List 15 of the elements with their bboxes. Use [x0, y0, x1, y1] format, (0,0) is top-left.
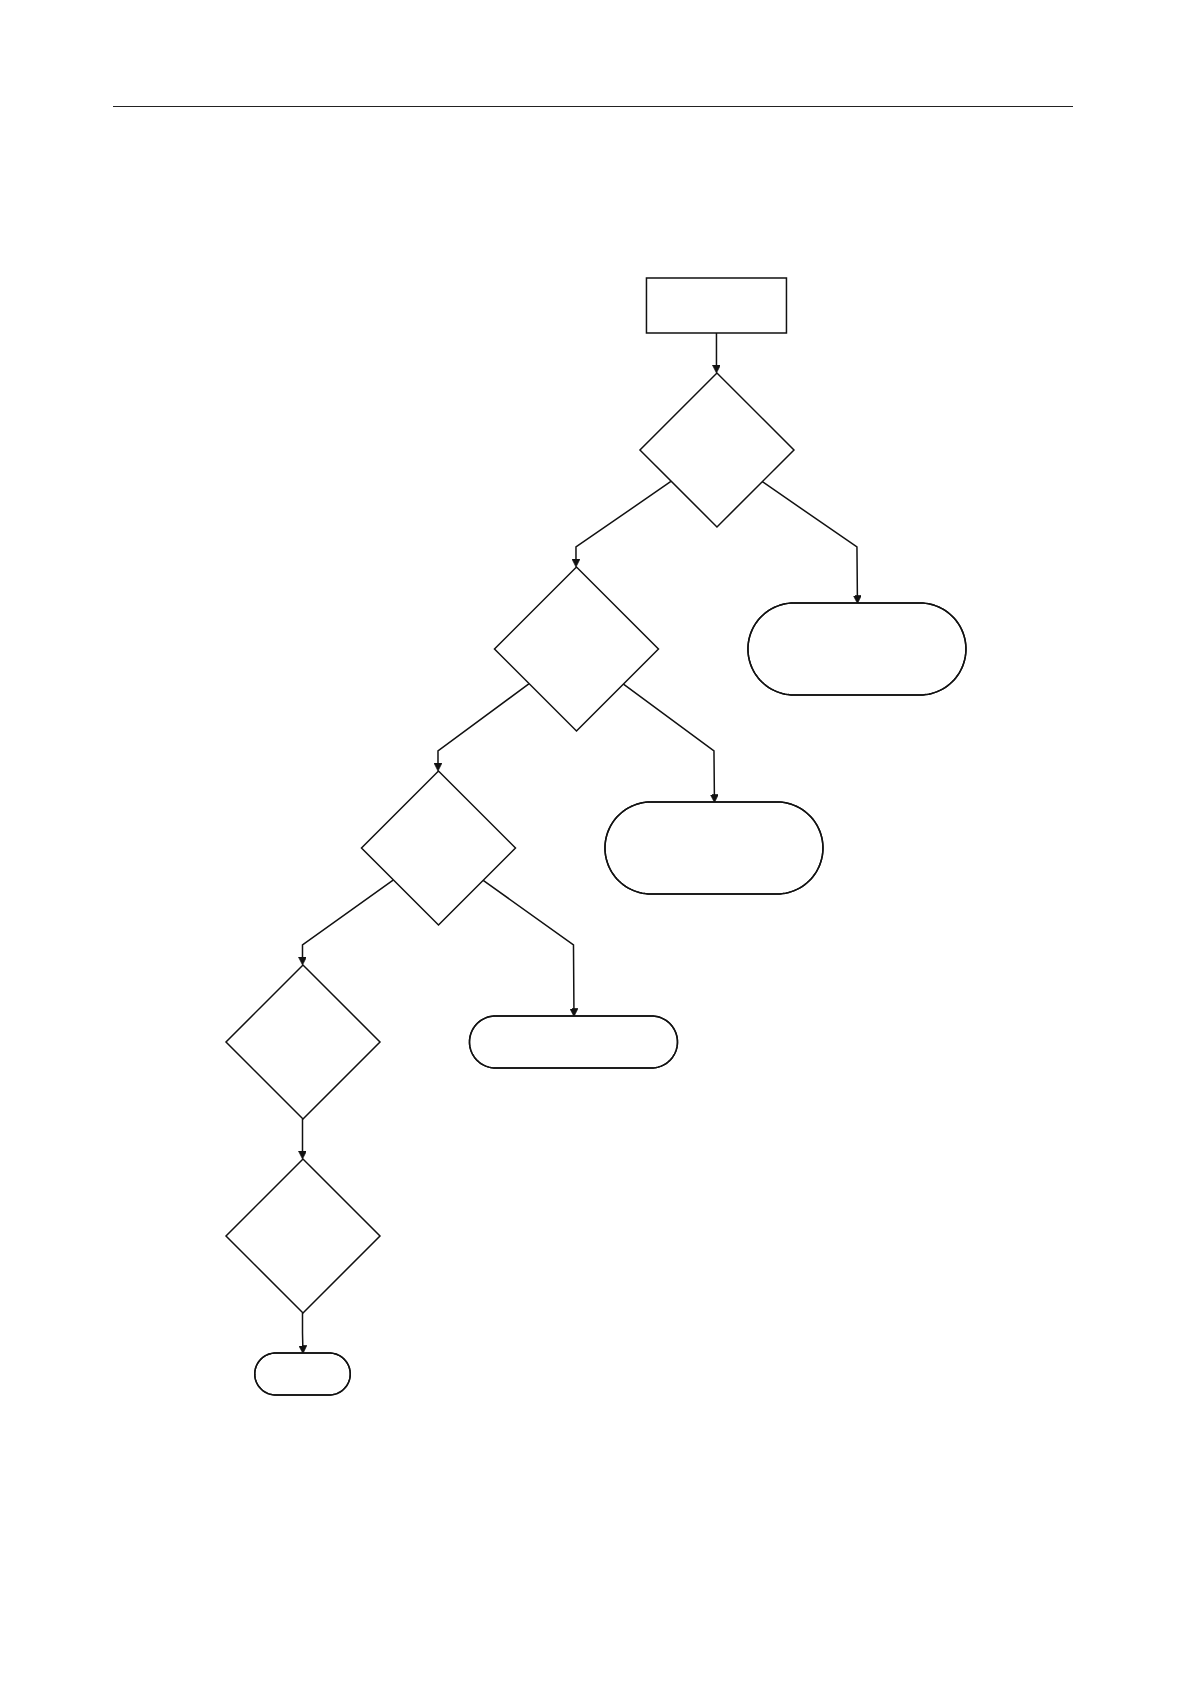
- arrow: [711, 332, 721, 374]
- arrow: [481, 879, 578, 1017]
- node-diamond: [224, 1157, 381, 1315]
- node-diamond: [492, 565, 660, 733]
- arrow: [297, 1118, 307, 1160]
- node-diamond: [224, 963, 381, 1121]
- node-diamond: [359, 769, 517, 927]
- arrow: [571, 480, 672, 568]
- arrow: [433, 683, 530, 772]
- node-box: [645, 277, 787, 334]
- node-diamond: [638, 371, 795, 529]
- arrow: [621, 683, 719, 803]
- arrow: [297, 879, 394, 966]
- arrow: [760, 480, 862, 604]
- arrow: [297, 1312, 307, 1354]
